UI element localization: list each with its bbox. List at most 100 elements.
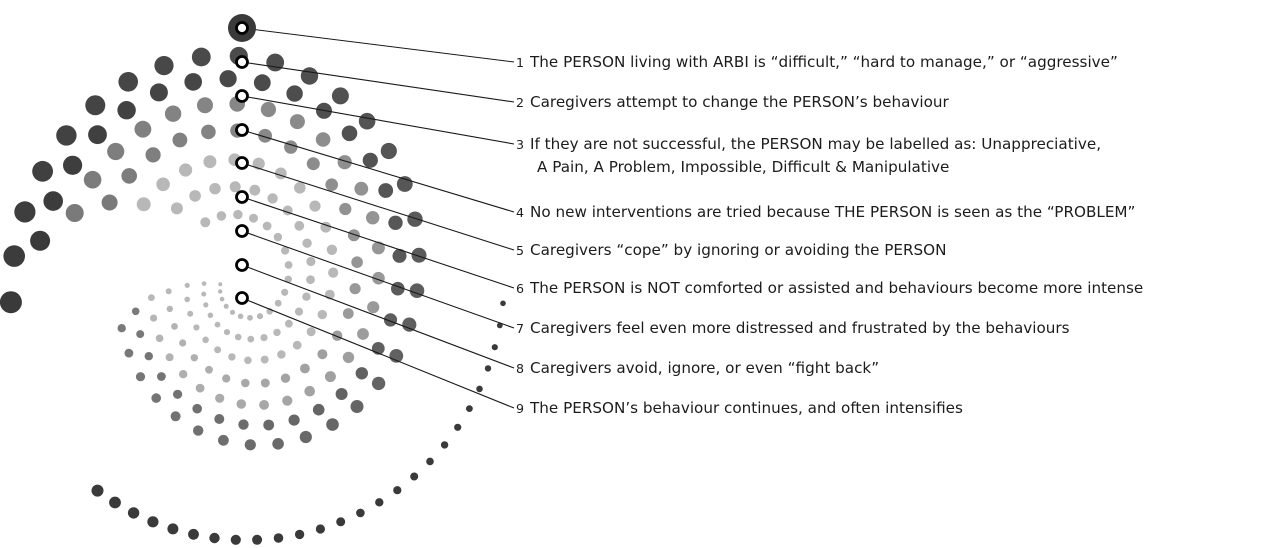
spiral-dot [189, 190, 201, 202]
step-markers [228, 14, 256, 305]
spiral-dot [371, 241, 385, 255]
spiral-dot [164, 105, 182, 122]
spiral-dot [241, 378, 250, 388]
spiral-dot [335, 388, 348, 400]
spiral-dot [258, 128, 272, 143]
step-7-number: 7 [516, 321, 525, 336]
spiral-dot [179, 339, 187, 347]
spiral-dot [244, 439, 256, 451]
spiral-dot [336, 517, 346, 527]
spiral-dot [300, 363, 310, 374]
step-6-number: 6 [516, 281, 525, 296]
leader-line-3 [241, 95, 515, 145]
spiral-dot [229, 181, 241, 193]
spiral-dot [342, 308, 354, 319]
spiral-dot [219, 70, 237, 88]
spiral-dot [131, 307, 140, 316]
spiral-dot [324, 371, 336, 383]
spiral-dot [145, 147, 161, 163]
spiral-dot [179, 163, 193, 177]
spiral-dot [325, 178, 339, 191]
spiral-dot [393, 486, 402, 495]
spiral-dot [209, 183, 221, 195]
spiral-dot [155, 334, 164, 343]
spiral-dot [332, 330, 343, 341]
spiral-dot [218, 289, 223, 294]
spiral-dot [312, 403, 325, 416]
step-2-number: 2 [516, 95, 525, 110]
spiral-dot [200, 217, 211, 228]
spiral-dot [124, 348, 134, 358]
spiral-dot [201, 281, 207, 286]
spiral-dot [216, 211, 227, 221]
spiral-dot [249, 184, 261, 196]
spiral-dot [284, 275, 292, 283]
spiral-dot [337, 155, 352, 170]
spiral-dot [375, 498, 384, 507]
spiral-dot [117, 324, 126, 333]
leader-line-6 [241, 196, 515, 289]
spiral-dot [184, 296, 190, 303]
spiral-dot [407, 211, 423, 227]
spiral-dot [410, 472, 419, 481]
step-marker-4 [235, 123, 249, 137]
spiral-dot [252, 157, 265, 170]
spiral-dot [247, 335, 255, 343]
spiral-dot [134, 120, 152, 138]
spiral-dot [292, 340, 302, 350]
spiral-dot [147, 516, 159, 528]
spiral-dot [109, 496, 121, 509]
spiral-dot [218, 434, 229, 446]
spiral-dot [63, 155, 83, 175]
spiral-dot [294, 529, 305, 540]
spiral-dot [144, 352, 153, 361]
leader-line-1 [241, 27, 515, 63]
spiral-dot [166, 305, 173, 313]
spiral-dot [302, 238, 312, 248]
spiral-dot [277, 350, 286, 359]
spiral-dot [274, 299, 282, 307]
spiral-dot [127, 507, 140, 519]
spiral-dot [233, 209, 243, 220]
spiral-dot [184, 282, 190, 288]
spiral-dot [214, 414, 225, 424]
spiral-dot [282, 395, 293, 406]
spiral-dot [349, 283, 361, 295]
spiral-dot [273, 328, 281, 337]
spiral-dot [260, 378, 270, 388]
spiral-dot [253, 74, 271, 92]
spiral-dot [288, 414, 300, 426]
spiral-dot [223, 303, 229, 309]
leader-line-7 [241, 230, 515, 329]
spiral-dot [203, 155, 217, 169]
spiral-dot [306, 275, 315, 285]
spiral-dot [203, 302, 209, 308]
step-marker-1 [235, 21, 249, 35]
spiral-dot [56, 125, 77, 146]
spiral-dot [259, 400, 269, 410]
step-marker-7 [235, 224, 249, 238]
spiral-dot [256, 313, 264, 320]
step-5-number: 5 [516, 243, 525, 258]
step-7-text: Caregivers feel even more distressed and… [530, 319, 1070, 337]
spiral-dot [362, 152, 378, 168]
spiral-dot [341, 125, 358, 142]
step-marker-8 [235, 258, 249, 272]
spiral-dot [273, 533, 284, 543]
spiral-dot [367, 301, 380, 314]
spiral-dot [179, 370, 188, 379]
spiral-dot [229, 309, 236, 315]
leader-line-2 [241, 61, 515, 103]
spiral-dot [43, 191, 63, 211]
spiral-dot [247, 314, 253, 321]
spiral-dot [214, 346, 222, 354]
leader-line-8 [241, 264, 515, 369]
spiral-dot [88, 125, 107, 145]
step-marker-5 [235, 156, 249, 170]
leader-line-4 [241, 129, 515, 213]
spiral-dot [118, 72, 138, 92]
